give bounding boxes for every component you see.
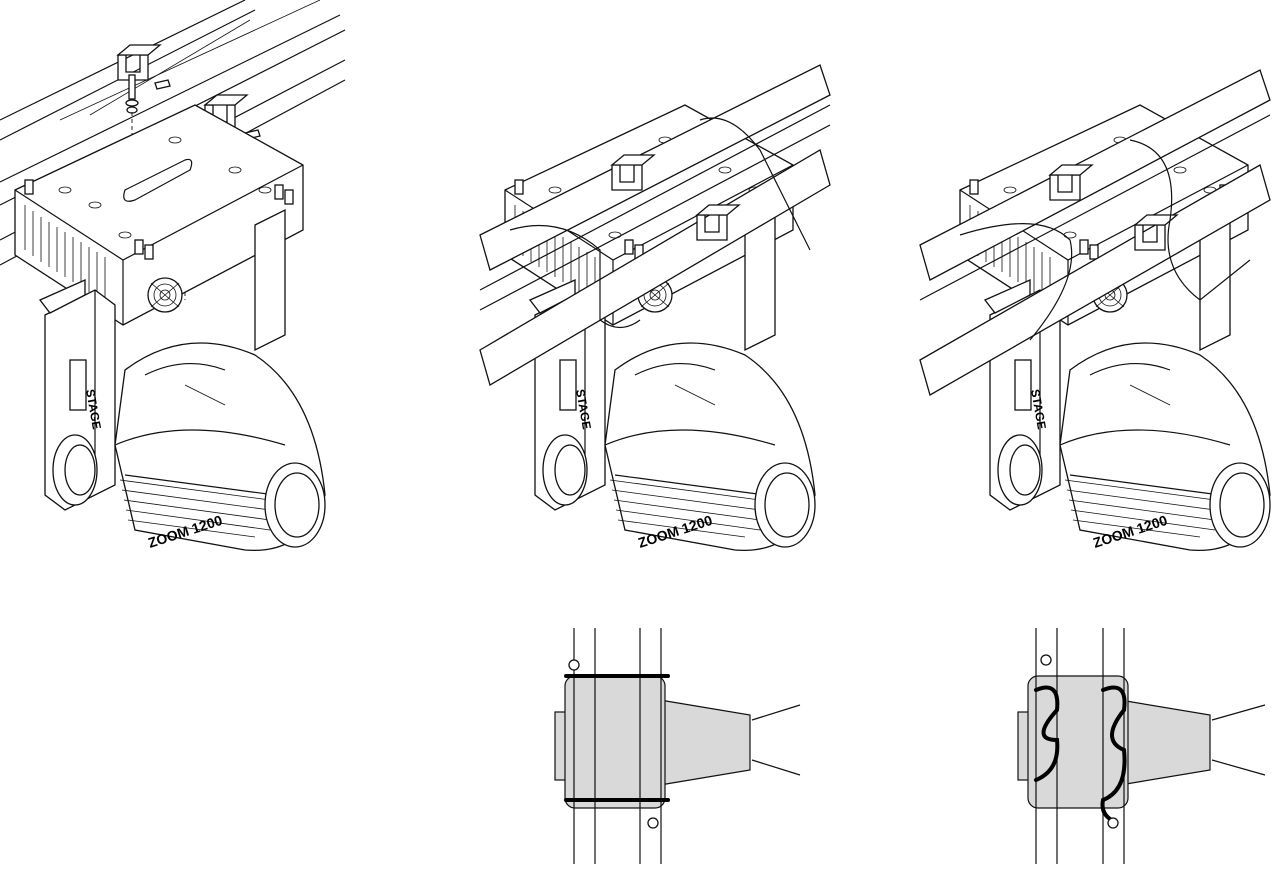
beam-line-bottom — [751, 759, 801, 776]
wrapped-cable-3a — [959, 223, 1073, 341]
beam-line-bottom — [1211, 759, 1266, 776]
beam-line-top — [751, 704, 801, 721]
hook-ring-top — [1040, 654, 1052, 666]
truss-pipes-2 — [479, 64, 831, 386]
safety-cable-2b — [699, 117, 811, 251]
detail-straight-cable — [554, 628, 801, 864]
brand-label: STAGE — [573, 388, 594, 430]
panel-mounted-with-wrapped-cable: STAGE ZOOM 1200 — [919, 69, 1271, 552]
lens-body — [659, 699, 751, 786]
clamp-left — [117, 44, 161, 81]
detail-wrapped-cable — [1017, 628, 1266, 864]
fixture-top — [564, 675, 666, 809]
panel-exploded-mount: STAGE ZOOM 1200 — [0, 0, 346, 552]
beam-line-top — [1211, 704, 1266, 721]
hook-ring-top — [568, 659, 580, 671]
lens-body — [1119, 699, 1211, 786]
wrapped-cable-3b — [1129, 139, 1251, 301]
cable-wrap-right — [1100, 685, 1127, 824]
fixture-1 — [14, 104, 326, 552]
brand-label: STAGE — [1028, 388, 1049, 430]
cable-wrap-left — [1034, 685, 1060, 782]
detail-pipes-2 — [1035, 628, 1125, 864]
hook-ring-bottom — [647, 817, 659, 829]
safety-cable-2a — [509, 224, 641, 329]
truss-pipes-3 — [919, 69, 1271, 396]
hook-ring-bottom — [1107, 817, 1119, 829]
brand-label: STAGE — [83, 388, 104, 430]
panel-mounted-with-safety-cable: STAGE ZOOM 1200 — [479, 64, 831, 552]
